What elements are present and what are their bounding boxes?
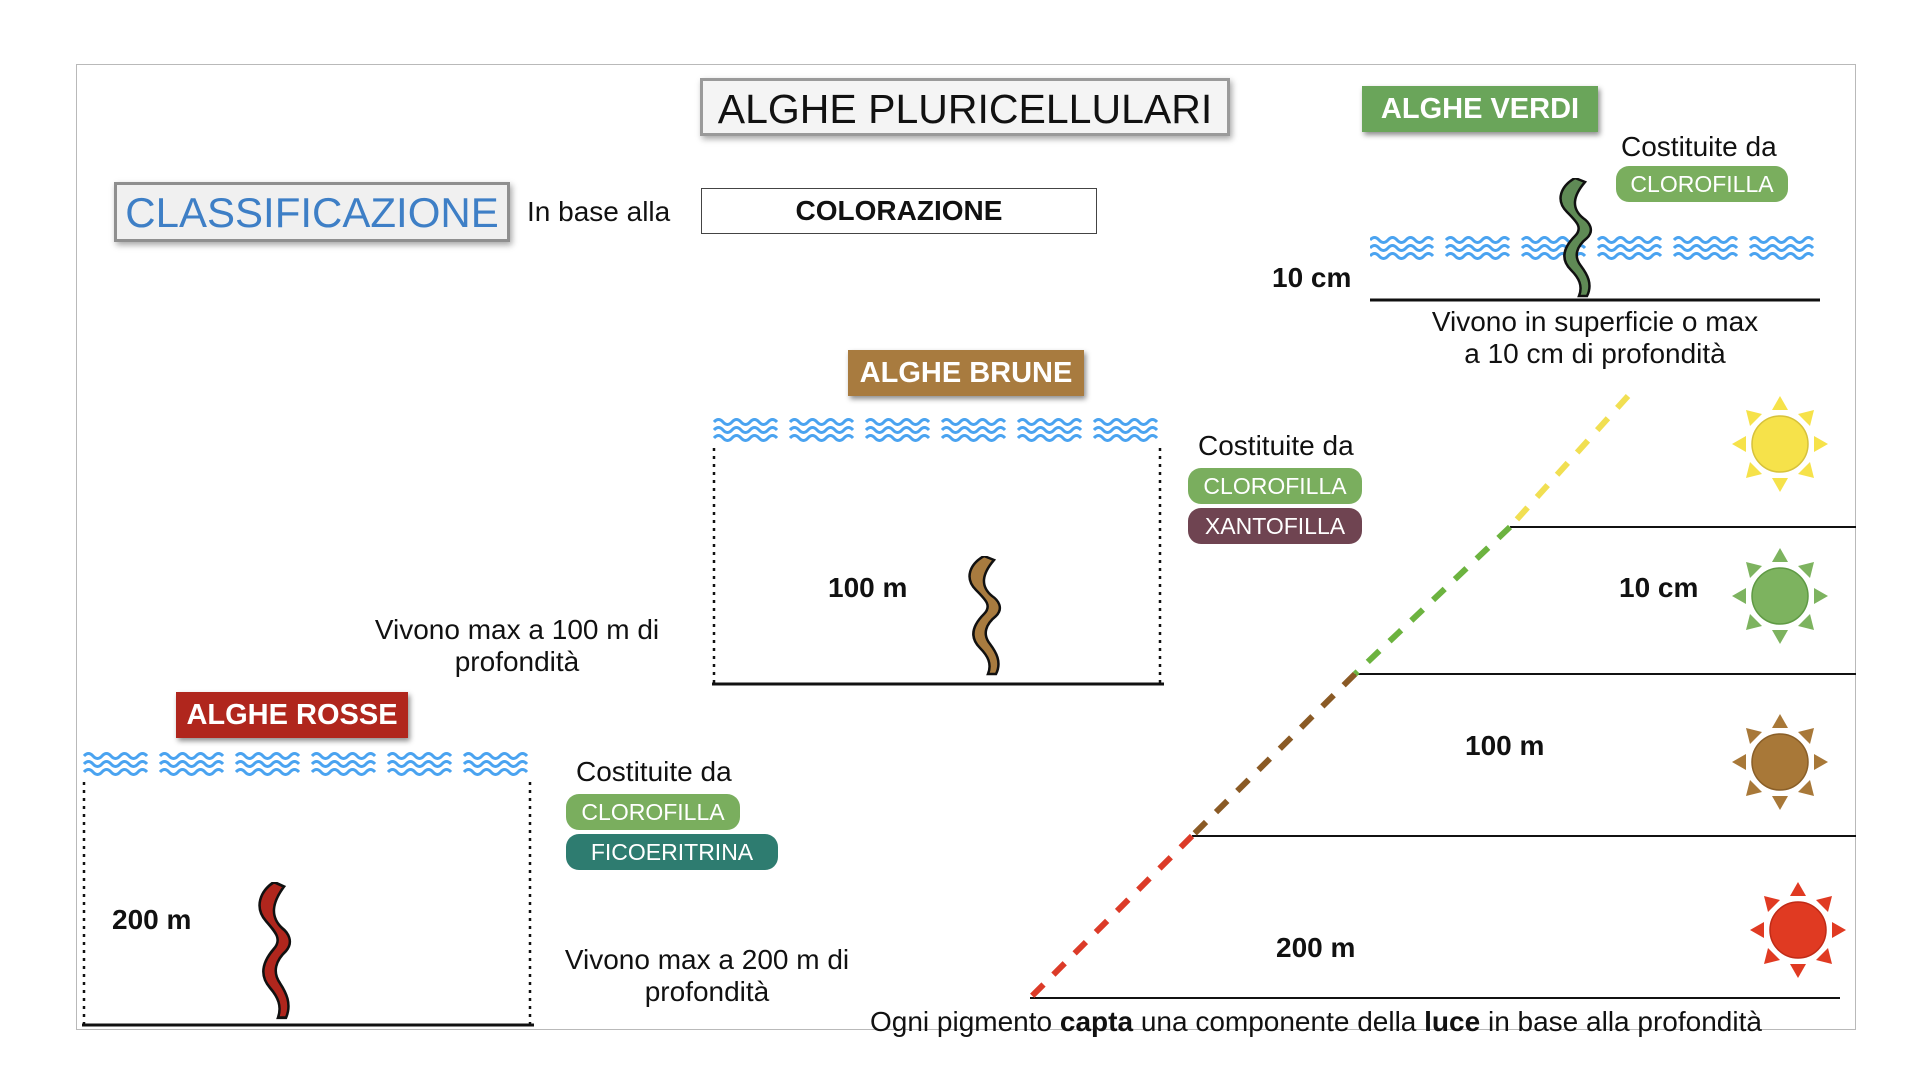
green-alga-icon xyxy=(1553,178,1603,300)
light-level-200m: 200 m xyxy=(1276,932,1355,964)
sun-yellow-icon xyxy=(1732,396,1828,492)
light-ray-brown xyxy=(1192,674,1355,836)
red-pigment-phycoerythrin: FICOERITRINA xyxy=(566,834,778,870)
sun-green-icon xyxy=(1732,548,1828,644)
basis-text: In base alla xyxy=(527,196,670,228)
green-composed-text: Costituite da xyxy=(1621,131,1777,163)
red-composed-text: Costituite da xyxy=(576,756,732,788)
red-water-scene xyxy=(82,752,534,1030)
red-pigment-chlorophyll: CLOROFILLA xyxy=(566,794,740,830)
light-ray-green xyxy=(1355,527,1510,674)
green-depth-label: 10 cm xyxy=(1272,262,1351,294)
light-caption: Ogni pigmento capta una componente della… xyxy=(870,1006,1762,1038)
brown-alga-icon xyxy=(962,556,1012,678)
red-alga-icon xyxy=(252,882,302,1022)
red-algae-label: ALGHE ROSSE xyxy=(176,692,408,738)
classification-box: CLASSIFICAZIONE xyxy=(114,182,510,242)
light-ray-yellow xyxy=(1510,396,1628,527)
sun-brown-icon xyxy=(1732,714,1828,810)
sun-red-icon xyxy=(1750,882,1846,978)
page-title: ALGHE PLURICELLULARI xyxy=(700,78,1230,136)
green-algae-label: ALGHE VERDI xyxy=(1362,86,1598,132)
light-depth-diagram xyxy=(1020,390,1860,1010)
brown-depth-label: 100 m xyxy=(828,572,907,604)
green-pigment-chlorophyll: CLOROFILLA xyxy=(1616,166,1788,202)
criterion-box: COLORAZIONE xyxy=(701,188,1097,234)
light-level-100m: 100 m xyxy=(1465,730,1544,762)
light-ray-red xyxy=(1030,836,1192,998)
light-level-10cm: 10 cm xyxy=(1619,572,1698,604)
red-depth-label: 200 m xyxy=(112,904,191,936)
